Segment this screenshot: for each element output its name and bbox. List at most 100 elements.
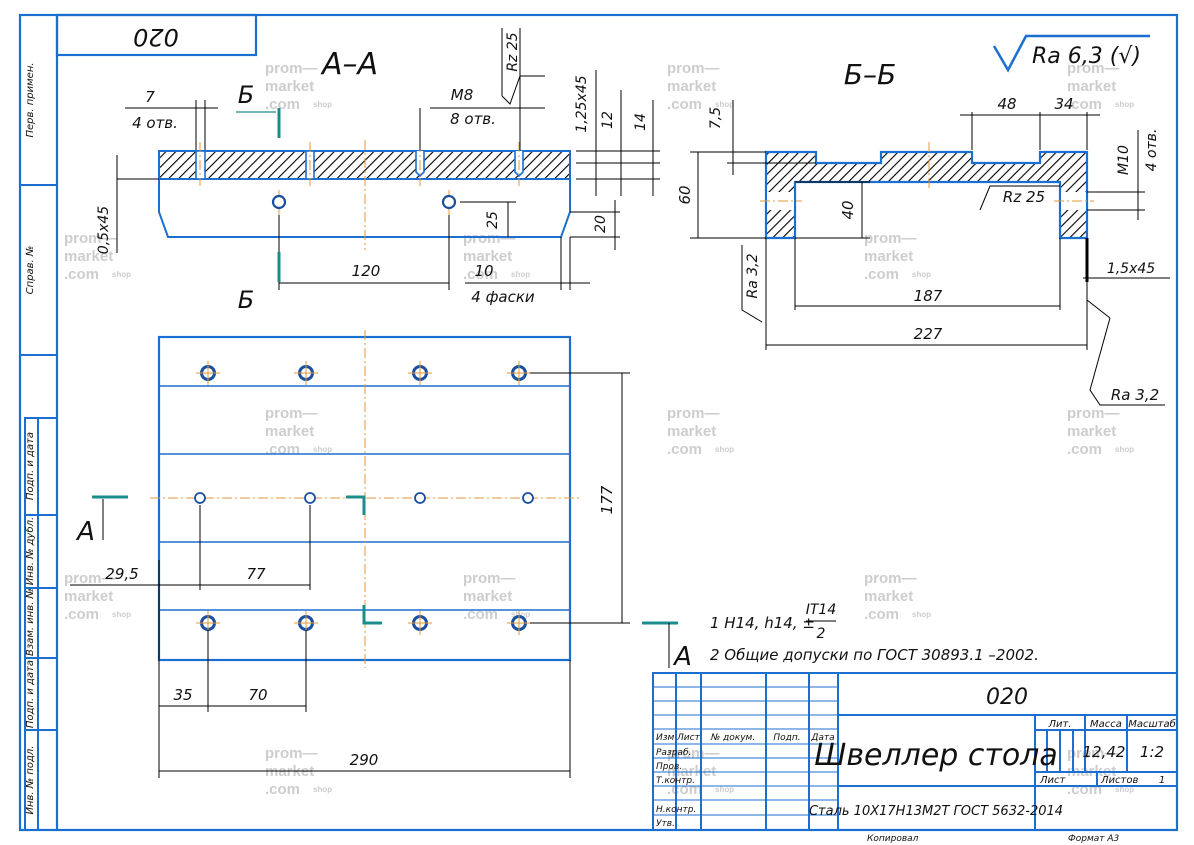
- rz-bb: Rz 25: [1003, 188, 1045, 206]
- svg-text:prom—: prom—: [265, 60, 318, 77]
- dim-7-5: 7,5: [708, 107, 724, 129]
- ra-bb-left: Ra 3,2: [745, 253, 761, 298]
- tb-sheets: 1: [1159, 775, 1165, 786]
- svg-text:.com: .com: [265, 781, 300, 798]
- dim-chamfers: 4 фаски: [471, 288, 535, 306]
- svg-text:.com: .com: [463, 266, 498, 283]
- plan-view-labels: А А 177 29,5 77 35 70 290: [75, 485, 692, 769]
- cut-letter-a-left: А: [75, 517, 95, 547]
- note-1-denominator: 2: [817, 626, 826, 642]
- svg-text:market: market: [265, 78, 314, 95]
- cut-letter-a-right: А: [672, 642, 692, 672]
- tb-col-list: Лист: [676, 733, 701, 743]
- tb-copied: Копировал: [867, 834, 919, 844]
- section-aa: [116, 28, 660, 290]
- svg-text:shop: shop: [313, 100, 332, 109]
- svg-text:shop: shop: [715, 785, 734, 794]
- tb-row-razrab: Разраб.: [656, 748, 691, 758]
- dim-48: 48: [997, 95, 1016, 113]
- strip-label: Инв. № подл.: [25, 746, 36, 815]
- dim-thread-count: 8 отв.: [450, 110, 496, 128]
- svg-text:market: market: [64, 248, 113, 265]
- svg-text:.com: .com: [463, 606, 498, 623]
- dim-177: 177: [598, 485, 616, 514]
- dim-chamfer-side: 0,5х45: [96, 206, 112, 254]
- dim-holes-top: 7: [145, 88, 155, 106]
- svg-text:prom—: prom—: [1067, 745, 1120, 762]
- svg-text:market: market: [463, 248, 512, 265]
- tb-format: Формат А3: [1068, 834, 1120, 844]
- svg-text:shop: shop: [715, 100, 734, 109]
- svg-text:.com: .com: [265, 441, 300, 458]
- plan-view: [70, 330, 678, 778]
- svg-text:prom—: prom—: [667, 405, 720, 422]
- svg-text:market: market: [667, 78, 716, 95]
- title-block-text: 020 Швеллер стола Сталь 10Х17Н13М2Т ГОСТ…: [656, 685, 1176, 844]
- svg-text:.com: .com: [864, 266, 899, 283]
- section-aa-title: А–А: [320, 47, 378, 82]
- svg-text:prom—: prom—: [64, 230, 117, 247]
- tb-material: Сталь 10Х17Н13М2Т ГОСТ 5632-2014: [809, 804, 1063, 819]
- dim-120: 120: [352, 262, 381, 280]
- watermark: prom—market.com shop: [265, 60, 332, 113]
- section-bb-labels: 7,5 48 34 60 40 M10 4 отв. Rz 25 Ra 3,2 …: [676, 95, 1160, 404]
- strip-label: Взам. инв. №: [25, 588, 36, 656]
- left-strip-labels: Перв. примен. Справ. № Подп. и дата Инв.…: [24, 62, 36, 814]
- svg-text:prom—: prom—: [463, 570, 516, 587]
- drawing-code-corner: 020: [133, 23, 179, 51]
- left-strip: [20, 184, 58, 831]
- dim-60: 60: [676, 185, 694, 204]
- svg-text:.com: .com: [667, 96, 702, 113]
- rz-aa: Rz 25: [505, 32, 521, 71]
- svg-text:shop: shop: [912, 270, 931, 279]
- tb-col-doc: № докум.: [710, 733, 755, 743]
- tb-mass: 12,42: [1083, 743, 1126, 761]
- svg-text:shop: shop: [511, 270, 530, 279]
- tb-code: 020: [986, 685, 1028, 710]
- dim-14: 14: [633, 113, 649, 131]
- watermark: prom—market.com shop: [667, 60, 734, 113]
- tb-scale-label: Масштаб: [1128, 718, 1176, 730]
- svg-text:shop: shop: [1115, 100, 1134, 109]
- svg-text:.com: .com: [864, 606, 899, 623]
- roughness-general-symbol: [992, 34, 1150, 73]
- svg-text:.com: .com: [64, 266, 99, 283]
- dim-chamfer-bb: 1,5х45: [1107, 261, 1155, 277]
- section-bb: [690, 100, 1170, 406]
- svg-text:.com: .com: [1067, 96, 1102, 113]
- svg-text:market: market: [864, 588, 913, 605]
- dim-290: 290: [350, 751, 379, 769]
- dim-40: 40: [839, 200, 857, 219]
- dim-35: 35: [173, 686, 192, 704]
- section-aa-labels: Б Б 7 4 отв. M8 8 отв. Rz 25 1,25х45 12 …: [96, 32, 649, 314]
- svg-text:shop: shop: [715, 445, 734, 454]
- dim-m10-count: 4 отв.: [1144, 129, 1160, 172]
- svg-text:.com: .com: [667, 441, 702, 458]
- tb-mass-label: Масса: [1090, 719, 1122, 730]
- tb-row-tkontr: Т.контр.: [656, 776, 695, 786]
- svg-text:shop: shop: [1115, 785, 1134, 794]
- strip-label: Подп. и дата: [25, 432, 36, 500]
- svg-text:prom—: prom—: [667, 60, 720, 77]
- dim-77: 77: [246, 565, 266, 583]
- dim-29-5: 29,5: [105, 565, 138, 583]
- svg-text:prom—: prom—: [864, 570, 917, 587]
- dim-20: 20: [593, 215, 609, 233]
- svg-text:market: market: [1067, 423, 1116, 440]
- svg-text:prom—: prom—: [463, 230, 516, 247]
- note-1-numerator: IT14: [806, 602, 837, 618]
- strip-label: Подп. и дата: [25, 660, 36, 728]
- tb-row-nkontr: Н.контр.: [656, 805, 696, 815]
- tb-col-izm: Изм: [656, 733, 675, 743]
- svg-text:market: market: [1067, 78, 1116, 95]
- svg-text:market: market: [864, 248, 913, 265]
- svg-text:.com: .com: [265, 96, 300, 113]
- svg-text:prom—: prom—: [265, 745, 318, 762]
